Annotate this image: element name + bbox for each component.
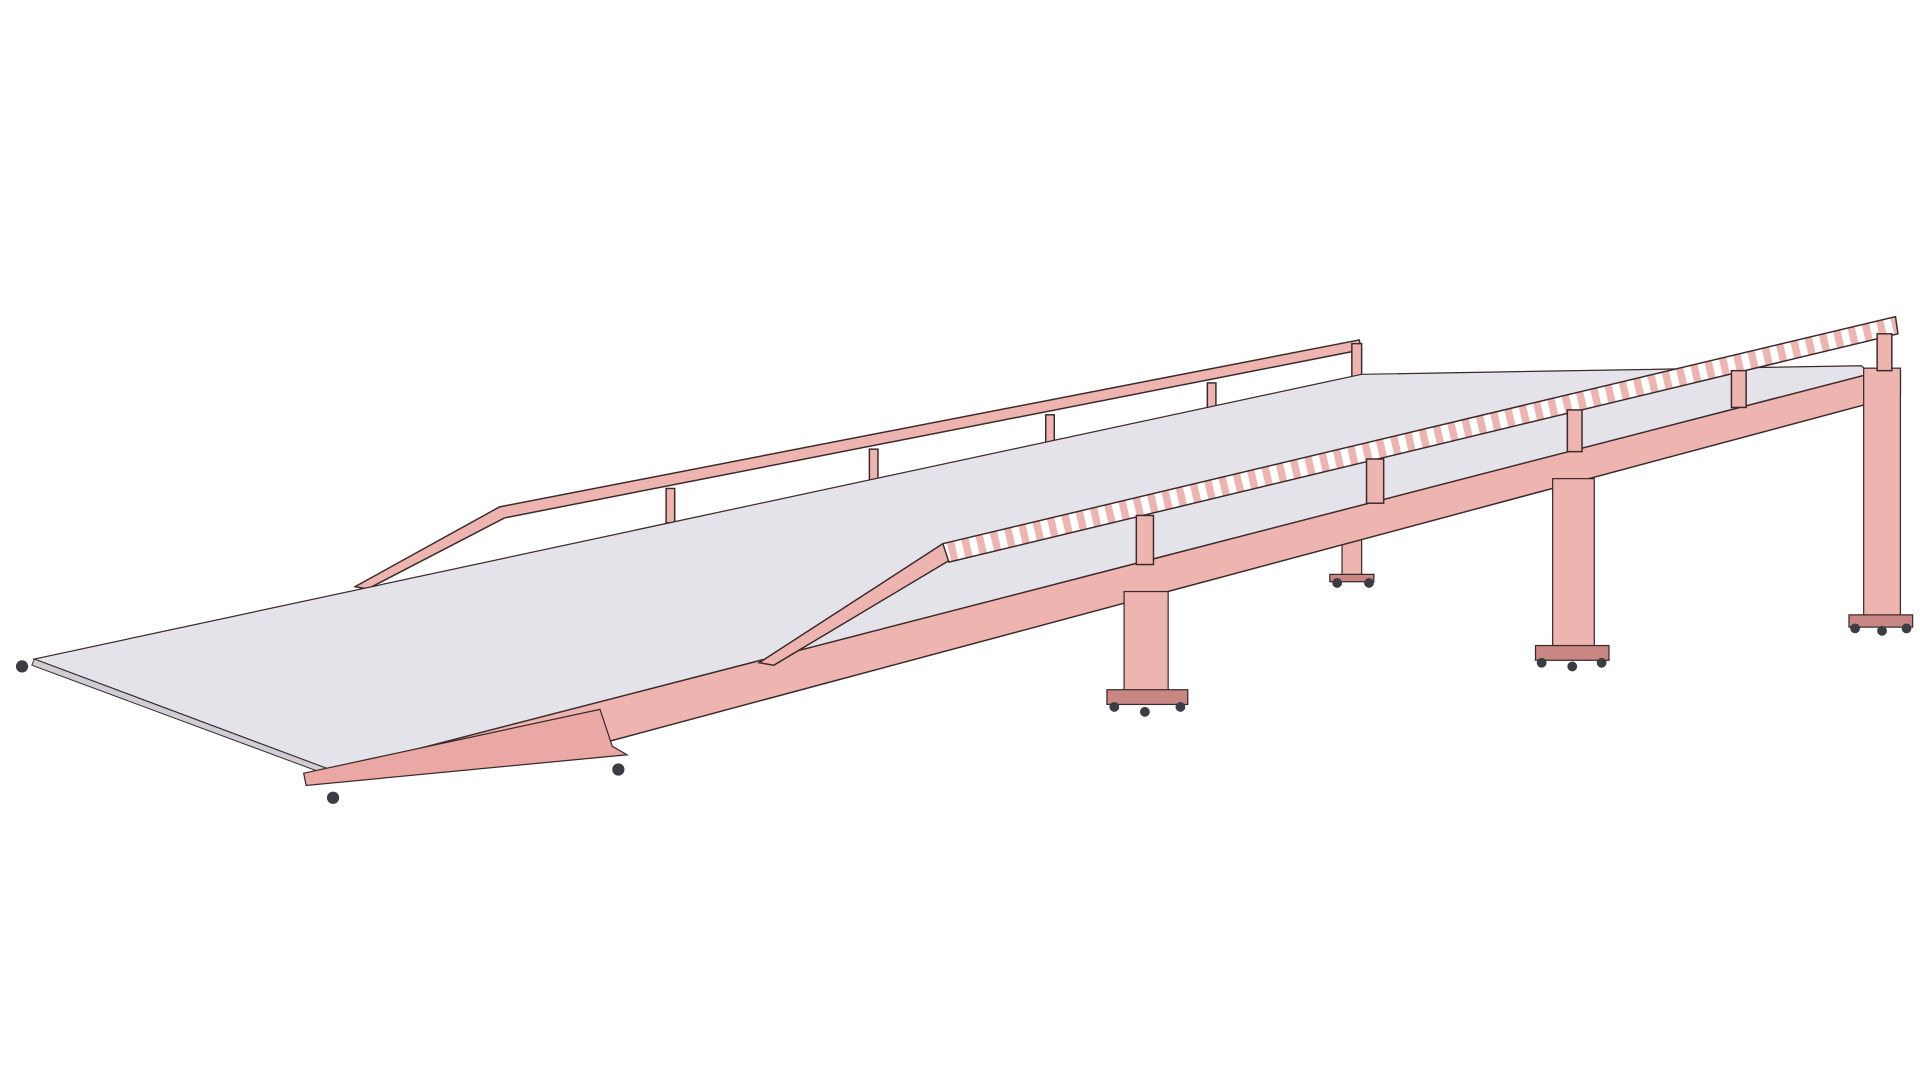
leg-2 bbox=[1552, 478, 1595, 652]
bolt bbox=[1536, 657, 1547, 668]
bolt bbox=[1850, 623, 1860, 634]
bolt bbox=[612, 763, 625, 776]
leg-1 bbox=[1123, 590, 1169, 697]
railing-top-checkered bbox=[941, 315, 1899, 563]
leg-3 bbox=[1863, 367, 1902, 621]
bolt bbox=[15, 660, 29, 673]
bolt bbox=[326, 791, 340, 804]
ramp-brace bbox=[302, 708, 629, 787]
post-1 bbox=[1135, 514, 1155, 566]
bolt bbox=[1332, 578, 1343, 588]
front-railing bbox=[757, 315, 1899, 666]
bolt bbox=[1175, 702, 1186, 712]
bolt bbox=[1364, 578, 1374, 588]
anchor-bolts bbox=[15, 578, 1912, 804]
bolt bbox=[1140, 706, 1150, 717]
bolt bbox=[1567, 661, 1578, 672]
front-legs bbox=[1106, 367, 1914, 706]
post-4 bbox=[1730, 369, 1747, 409]
bolt bbox=[1877, 625, 1887, 636]
leg-2-plate bbox=[1534, 644, 1610, 661]
bolt bbox=[1596, 657, 1607, 668]
post-3 bbox=[1566, 409, 1583, 453]
post-5 bbox=[1876, 333, 1893, 372]
leg-1-plate bbox=[1106, 689, 1189, 706]
post-2 bbox=[1365, 458, 1385, 504]
bolt bbox=[1901, 623, 1912, 634]
bolt bbox=[1109, 702, 1120, 712]
